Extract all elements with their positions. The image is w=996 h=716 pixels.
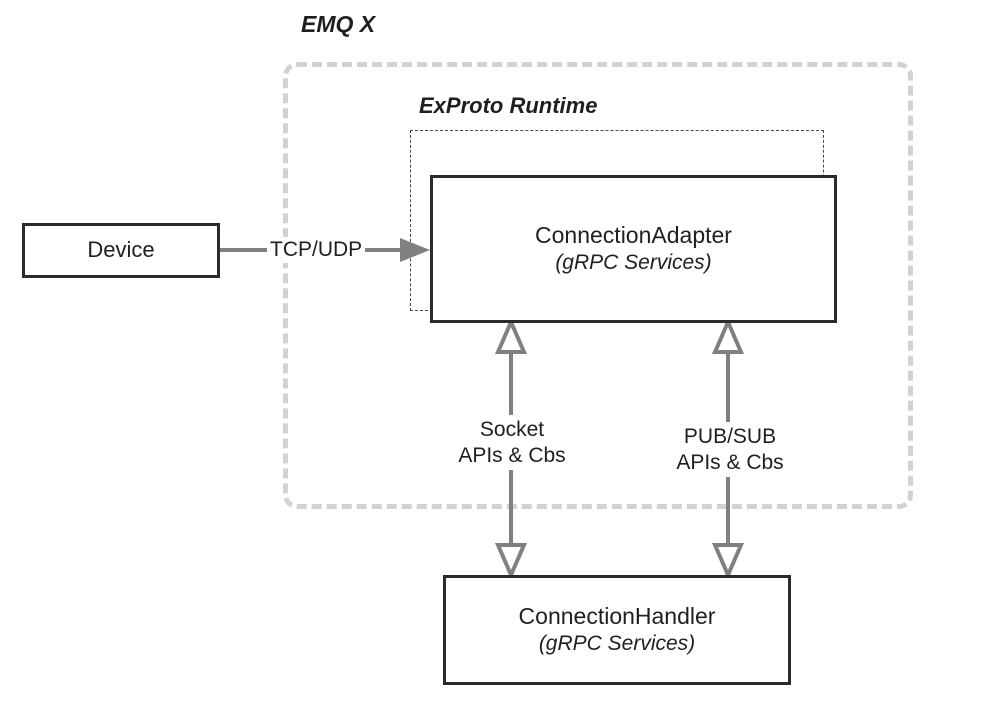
- edge-label-pubsub: PUB/SUB APIs & Cbs: [660, 422, 800, 478]
- group-label-exproto: ExProto Runtime: [419, 93, 598, 118]
- node-connection-handler-subtitle: (gRPC Services): [538, 632, 696, 656]
- node-connection-adapter-subtitle: (gRPC Services): [555, 251, 712, 275]
- node-connection-adapter-title: ConnectionAdapter: [535, 221, 732, 248]
- node-device[interactable]: Device: [22, 223, 220, 278]
- arrowhead-pubsub-down-hollow: [711, 543, 745, 581]
- node-device-title: Device: [87, 237, 155, 263]
- edge-label-socket-line1: Socket: [479, 418, 545, 441]
- group-label-emqx: EMQ X: [301, 11, 376, 37]
- edge-label-socket-line2: APIs & Cbs: [458, 443, 566, 467]
- edge-label-pubsub-line1: PUB/SUB: [683, 425, 777, 448]
- node-connection-adapter[interactable]: ConnectionAdapter (gRPC Services): [430, 175, 837, 323]
- node-connection-handler-title: ConnectionHandler: [518, 602, 716, 629]
- group-boundary-emqx: [283, 62, 913, 509]
- arrowhead-socket-down-hollow: [494, 543, 528, 581]
- edge-label-tcpudp: TCP/UDP: [267, 237, 366, 263]
- edge-label-socket: Socket APIs & Cbs: [445, 415, 579, 471]
- node-connection-handler[interactable]: ConnectionHandler (gRPC Services): [443, 575, 791, 685]
- edge-label-tcpudp-text: TCP/UDP: [270, 238, 363, 261]
- edge-label-pubsub-line2: APIs & Cbs: [676, 450, 784, 474]
